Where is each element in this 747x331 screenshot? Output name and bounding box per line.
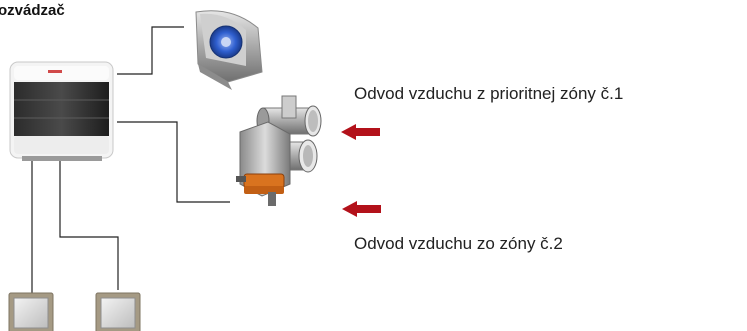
- diagram-title: ozvádzač: [0, 2, 65, 19]
- centrifugal-fan-icon: [195, 10, 263, 90]
- wires: [31, 26, 230, 310]
- wire-to-fan: [117, 26, 184, 75]
- wire-to-damper: [117, 121, 230, 203]
- wire-to-switch-2: [59, 156, 119, 290]
- wall-switch-icon: [8, 292, 54, 331]
- arrow-zone-2: [342, 201, 381, 217]
- wall-switch-icon: [95, 292, 141, 331]
- zone-1-label: Odvod vzduchu z prioritnej zóny č.1: [354, 84, 624, 103]
- zone-2-label: Odvod vzduchu zo zóny č.2: [354, 234, 563, 253]
- control-box-icon: [9, 61, 114, 161]
- airflow-arrow-icon: [341, 124, 380, 140]
- airflow-arrow-icon: [342, 201, 381, 217]
- air-damper-icon: [236, 95, 322, 206]
- arrow-zone-1: [341, 124, 380, 140]
